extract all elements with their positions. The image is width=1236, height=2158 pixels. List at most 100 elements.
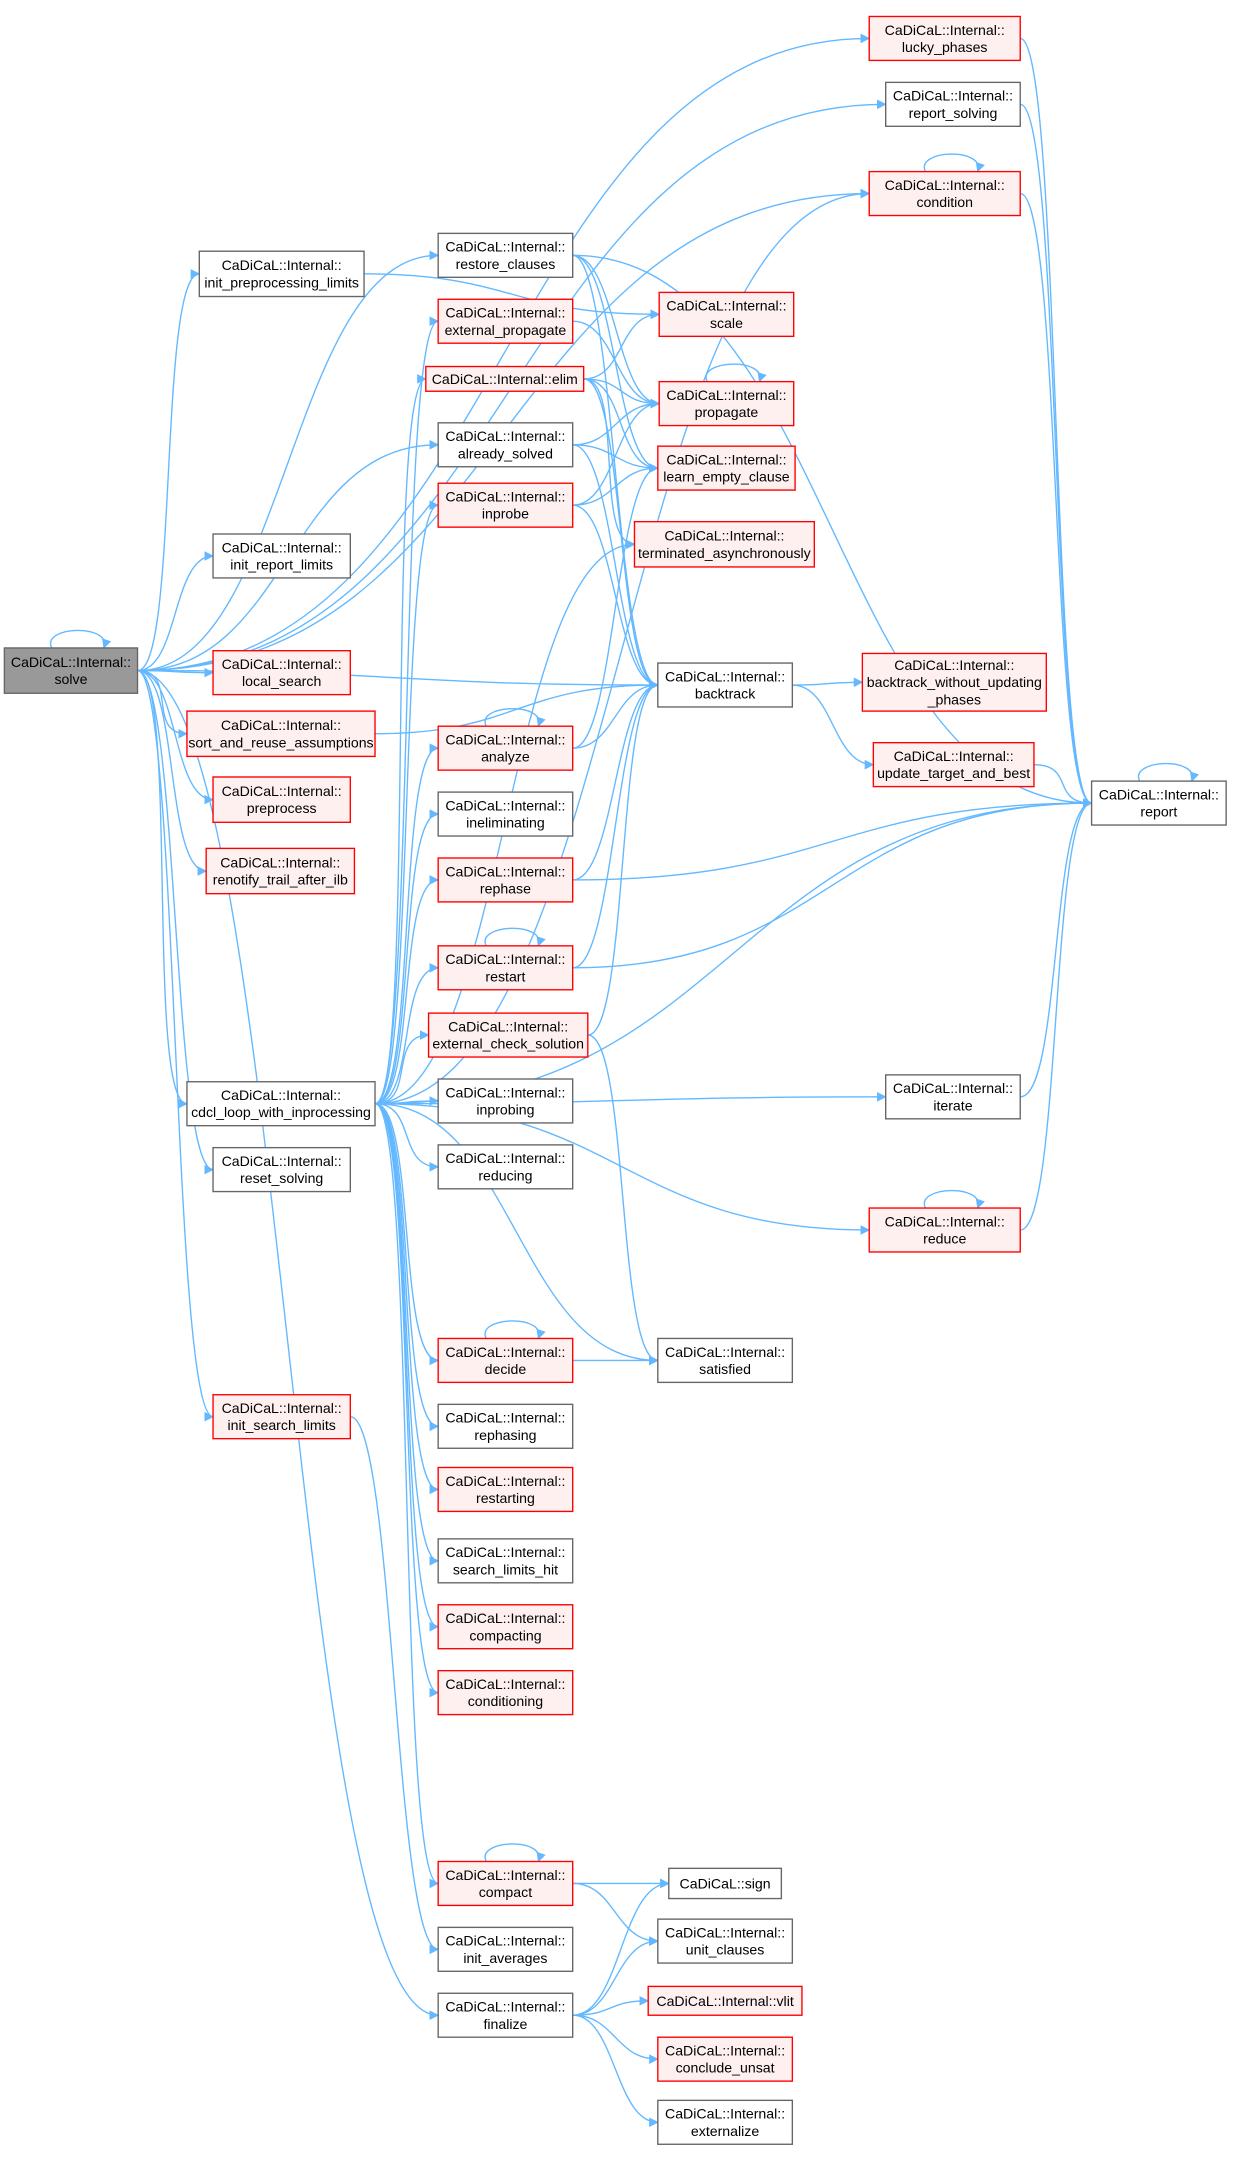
- node-box: [668, 1867, 783, 1900]
- node-analyze[interactable]: CaDiCaL::Internal::analyze: [437, 725, 574, 771]
- node-elim[interactable]: CaDiCaL::Internal::elim: [425, 365, 585, 392]
- edge-elim-to-backtrack: [583, 378, 659, 690]
- node-label-line: update_target_and_best: [877, 765, 1030, 781]
- edge-restore_clauses-to-propagate: [572, 254, 661, 409]
- node-box: [437, 482, 574, 528]
- node-backtrack-without-updating-phases[interactable]: CaDiCaL::Internal::backtrack_without_upd…: [861, 652, 1047, 712]
- node-report[interactable]: CaDiCaL::Internal::report: [1090, 780, 1227, 826]
- node-box: [437, 1078, 574, 1124]
- node-label-line: CaDiCaL::Internal::: [222, 539, 342, 555]
- node-label-line: conditioning: [468, 1693, 543, 1709]
- node-label-line: CaDiCaL::Internal::: [885, 177, 1005, 193]
- edge-solve-to-init_preprocessing_limits: [137, 269, 201, 672]
- node-label-line: CaDiCaL::sign: [680, 1875, 771, 1891]
- node-label-line: analyze: [481, 749, 530, 765]
- node-already-solved[interactable]: CaDiCaL::Internal::already_solved: [437, 422, 574, 468]
- edge-cdcl_loop_with_inprocessing-to-search_limits_hit: [374, 1103, 440, 1566]
- node-label-line: _phases: [927, 691, 981, 707]
- edge-cdcl_loop_with_inprocessing-to-satisfied: [375, 1103, 659, 1366]
- node-label-line: CaDiCaL::Internal::: [445, 1473, 565, 1489]
- node-label-line: init_search_limits: [227, 1417, 335, 1433]
- node-unit-clauses[interactable]: CaDiCaL::Internal::unit_clauses: [657, 1918, 794, 1964]
- node-external-propagate[interactable]: CaDiCaL::Internal::external_propagate: [437, 298, 574, 344]
- node-solve[interactable]: CaDiCaL::Internal::solve: [3, 647, 139, 694]
- node-propagate[interactable]: CaDiCaL::Internal::propagate: [658, 380, 795, 427]
- node-label-line: scale: [710, 315, 743, 331]
- edge-cdcl_loop_with_inprocessing-to-compact: [374, 1103, 440, 1889]
- node-externalize[interactable]: CaDiCaL::Internal::externalize: [657, 2099, 794, 2145]
- node-label-line: CaDiCaL::Internal::: [445, 1867, 565, 1883]
- node-reset-solving[interactable]: CaDiCaL::Internal::reset_solving: [212, 1146, 351, 1193]
- node-label-line: compacting: [469, 1627, 541, 1643]
- edge-analyze-to-backtrack: [572, 680, 659, 749]
- node-init-report-limits[interactable]: CaDiCaL::Internal::init_report_limits: [212, 533, 351, 579]
- node-reduce[interactable]: CaDiCaL::Internal::reduce: [868, 1207, 1021, 1253]
- node-label-line: CaDiCaL::Internal::: [445, 1933, 565, 1949]
- node-init-averages[interactable]: CaDiCaL::Internal::init_averages: [437, 1926, 574, 1972]
- node-box: [437, 1466, 574, 1513]
- node-init-preprocessing-limits[interactable]: CaDiCaL::Internal::init_preprocessing_li…: [198, 250, 365, 298]
- node-scale[interactable]: CaDiCaL::Internal::scale: [658, 291, 795, 338]
- node-condition[interactable]: CaDiCaL::Internal::condition: [868, 170, 1021, 217]
- node-update-target-and-best[interactable]: CaDiCaL::Internal::update_target_and_bes…: [872, 741, 1035, 788]
- node-renotify-trail-after-ilb[interactable]: CaDiCaL::Internal::renotify_trail_after_…: [205, 847, 356, 895]
- node-label-line: CaDiCaL::Internal::: [222, 1400, 342, 1416]
- edge-elim-to-propagate: [583, 378, 661, 409]
- node-restarting[interactable]: CaDiCaL::Internal::restarting: [437, 1466, 574, 1513]
- node-cdcl-loop-with-inprocessing[interactable]: CaDiCaL::Internal::cdcl_loop_with_inproc…: [186, 1081, 376, 1127]
- node-restart[interactable]: CaDiCaL::Internal::restart: [437, 945, 574, 991]
- node-terminated-asynchronously[interactable]: CaDiCaL::Internal::terminated_asynchrono…: [633, 520, 815, 568]
- node-box: [437, 422, 574, 468]
- node-external-check-solution[interactable]: CaDiCaL::Internal::external_check_soluti…: [427, 1012, 589, 1058]
- node-rephasing[interactable]: CaDiCaL::Internal::rephasing: [437, 1403, 574, 1449]
- node-lucky-phases[interactable]: CaDiCaL::Internal::lucky_phases: [868, 15, 1021, 62]
- node-label-line: CaDiCaL::Internal::: [445, 1676, 565, 1692]
- node-report-solving[interactable]: CaDiCaL::Internal::report_solving: [885, 81, 1021, 127]
- node-ineliminating[interactable]: CaDiCaL::Internal::ineliminating: [437, 791, 574, 837]
- node-decide[interactable]: CaDiCaL::Internal::decide: [437, 1337, 574, 1384]
- edge-elim-to-learn_empty_clause: [583, 378, 659, 473]
- node-box: [437, 298, 574, 344]
- node-init-search-limits[interactable]: CaDiCaL::Internal::init_search_limits: [212, 1394, 351, 1440]
- node-compacting[interactable]: CaDiCaL::Internal::compacting: [437, 1604, 574, 1650]
- node-search-limits-hit[interactable]: CaDiCaL::Internal::search_limits_hit: [437, 1538, 574, 1584]
- node-iterate[interactable]: CaDiCaL::Internal::iterate: [885, 1074, 1021, 1120]
- node-learn-empty-clause[interactable]: CaDiCaL::Internal::learn_empty_clause: [657, 445, 796, 491]
- node-label-line: restarting: [476, 1490, 535, 1506]
- node-box: [186, 1081, 376, 1127]
- node-label-line: backtrack: [695, 686, 756, 702]
- node-rephase[interactable]: CaDiCaL::Internal::rephase: [437, 857, 574, 903]
- node-conclude-unsat[interactable]: CaDiCaL::Internal::conclude_unsat: [657, 2036, 794, 2082]
- edge-finalize-to-unit_clauses: [572, 1936, 659, 2016]
- node-sort-and-reuse-assumptions[interactable]: CaDiCaL::Internal::sort_and_reuse_assump…: [186, 710, 376, 758]
- node-compact[interactable]: CaDiCaL::Internal::compact: [437, 1860, 574, 1907]
- node-sign[interactable]: CaDiCaL::sign: [668, 1867, 783, 1900]
- edge-rephase-to-report: [572, 798, 1093, 881]
- node-label-line: CaDiCaL::Internal::: [221, 717, 341, 733]
- node-reducing[interactable]: CaDiCaL::Internal::reducing: [437, 1144, 574, 1190]
- node-preprocess[interactable]: CaDiCaL::Internal::preprocess: [212, 776, 351, 823]
- node-satisfied[interactable]: CaDiCaL::Internal::satisfied: [657, 1337, 794, 1384]
- node-conditioning[interactable]: CaDiCaL::Internal::conditioning: [437, 1669, 574, 1716]
- node-label-line: CaDiCaL::Internal::: [664, 528, 784, 544]
- node-restore-clauses[interactable]: CaDiCaL::Internal::restore_clauses: [437, 232, 574, 278]
- node-box: [198, 250, 365, 298]
- node-box: [633, 520, 815, 568]
- node-inprobing[interactable]: CaDiCaL::Internal::inprobing: [437, 1078, 574, 1124]
- node-box: [212, 1394, 351, 1440]
- node-backtrack[interactable]: CaDiCaL::Internal::backtrack: [657, 662, 794, 708]
- node-local-search[interactable]: CaDiCaL::Internal::local_search: [212, 650, 351, 696]
- node-vlit[interactable]: CaDiCaL::Internal::vlit: [647, 1985, 803, 2016]
- edge-restore_clauses-to-backtrack: [572, 254, 659, 690]
- edge-solve-to-solve: [49, 629, 112, 649]
- edge-already_solved-to-propagate: [572, 398, 661, 446]
- node-label-line: CaDiCaL::Internal::: [448, 1018, 568, 1034]
- node-label-line: CaDiCaL::Internal::: [445, 951, 565, 967]
- node-box: [186, 710, 376, 758]
- node-inprobe[interactable]: CaDiCaL::Internal::inprobe: [437, 482, 574, 528]
- node-label-line: conclude_unsat: [676, 2060, 775, 2076]
- node-box: [657, 2036, 794, 2082]
- node-box: [437, 725, 574, 771]
- node-finalize[interactable]: CaDiCaL::Internal::finalize: [437, 1992, 574, 2038]
